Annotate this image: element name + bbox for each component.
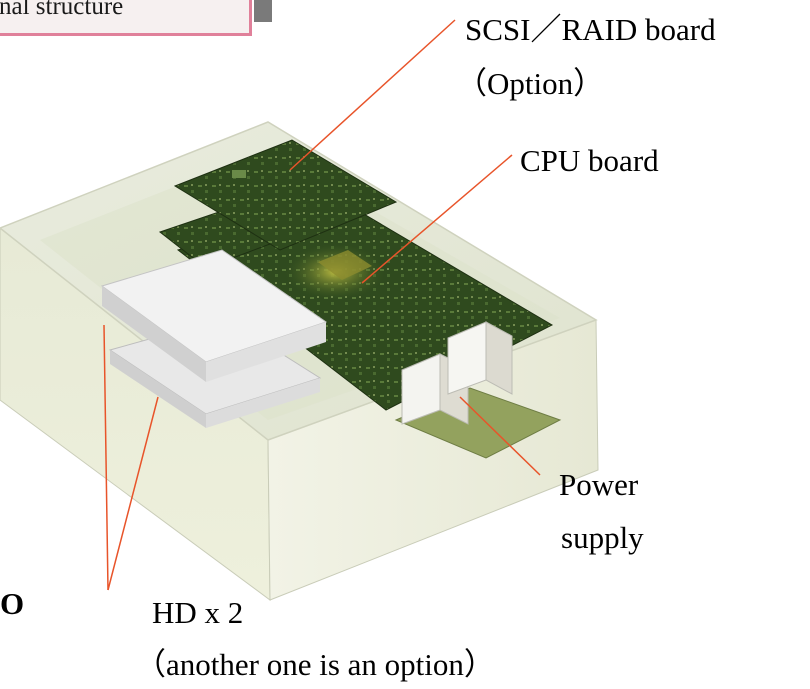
power-supply-label-line1: Power bbox=[559, 467, 639, 502]
scsi-raid-board-label: SCSI／RAID board bbox=[465, 12, 716, 47]
title-tab bbox=[254, 0, 272, 22]
cpu-board-label: CPU board bbox=[520, 143, 659, 178]
power-supply-illustration bbox=[401, 321, 513, 425]
power-supply-label-line2: supply bbox=[561, 520, 644, 555]
scsi-leader-line bbox=[289, 19, 456, 171]
hard-disk-label-line2: （another one is an option） bbox=[135, 647, 495, 682]
scsi-raid-board-illustration bbox=[173, 139, 398, 251]
hard-disk-label-line1: HD x 2 bbox=[152, 595, 244, 630]
hd-leader-line-1 bbox=[103, 324, 109, 591]
hard-disk-illustration bbox=[100, 249, 328, 428]
title-box: nal structure bbox=[0, 0, 252, 36]
scsi-raid-option-label: （Option） bbox=[456, 66, 605, 101]
title-text: nal structure bbox=[0, 0, 124, 20]
hd-leader-line-2 bbox=[107, 396, 159, 591]
power-leader-line bbox=[459, 396, 541, 476]
fragment-o-label: O bbox=[0, 586, 25, 621]
cpu-leader-line bbox=[361, 154, 513, 284]
